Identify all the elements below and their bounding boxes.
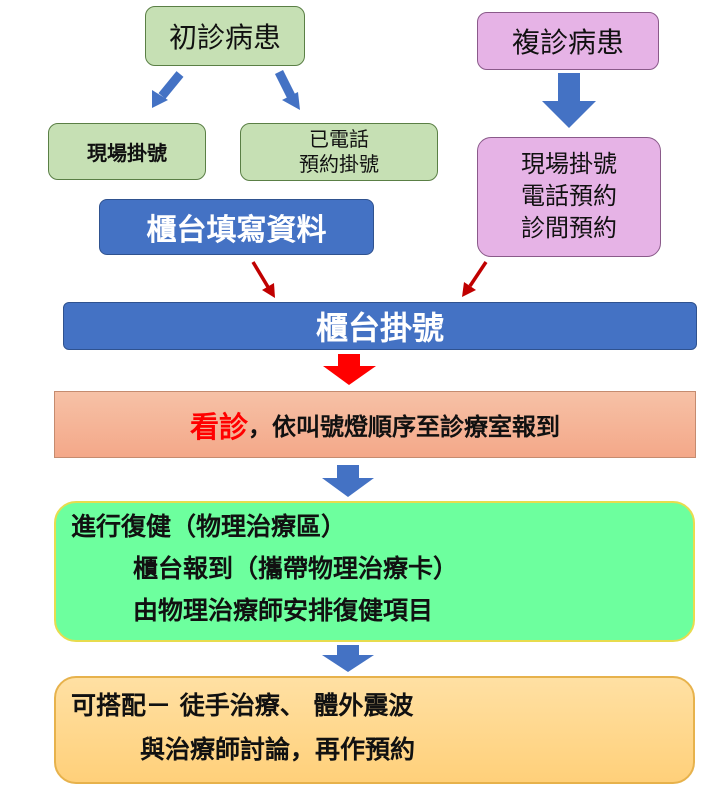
arrow-register-to-consult [323,354,376,385]
phone-registration-box: 已電話 預約掛號 [240,123,438,181]
counter-fill-box: 櫃台填寫資料 [99,199,374,255]
consultation-box: 看診，依叫號燈順序至診療室報到 [54,391,696,458]
options-line1: 可搭配－ 徒手治療、 體外震波 [71,691,414,720]
return-visit-box: 複診病患 [477,12,659,70]
first-visit-label: 初診病患 [168,21,281,54]
options-line2: 與治療師討論，再作預約 [140,735,416,764]
consultation-highlight: 看診 [189,409,248,444]
arrow-first-to-onsite [152,71,184,108]
return-visit-label: 複診病患 [511,26,624,59]
onsite-registration-box: 現場掛號 [48,123,206,180]
rehab-line1: 進行復健（物理治療區） [71,512,347,541]
counter-register-label: 櫃台掛號 [315,309,444,347]
phone-registration-line2: 預約掛號 [299,152,379,176]
return-option-phone: 電話預約 [521,182,617,211]
arrow-first-to-phone [274,69,300,110]
counter-register-box: 櫃台掛號 [63,302,697,350]
arrow-return-down [542,73,596,128]
phone-registration-text: 已電話 預約掛號 [299,127,379,177]
rehab-line2: 櫃台報到（攜帶物理治療卡） [133,554,459,583]
return-option-clinic: 診間預約 [521,213,617,242]
counter-fill-label: 櫃台填寫資料 [146,213,327,248]
return-option-onsite: 現場掛號 [521,150,617,179]
return-options-box: 現場掛號 電話預約 診間預約 [477,137,661,257]
arrow-return-to-register [462,261,488,297]
arrow-consult-to-rehab [322,465,374,497]
return-options-list: 現場掛號 電話預約 診間預約 [521,149,617,244]
consultation-instruction: ，依叫號燈順序至診療室報到 [248,413,560,441]
onsite-registration-label: 現場掛號 [87,141,167,165]
treatment-options-box [54,676,695,784]
rehab-line3: 由物理治療師安排復健項目 [133,596,434,625]
phone-registration-line1: 已電話 [309,127,369,151]
arrow-rehab-to-options [322,645,374,672]
rehab-box [54,501,695,642]
first-visit-box: 初診病患 [145,6,305,66]
arrow-counter-to-register [251,261,275,298]
